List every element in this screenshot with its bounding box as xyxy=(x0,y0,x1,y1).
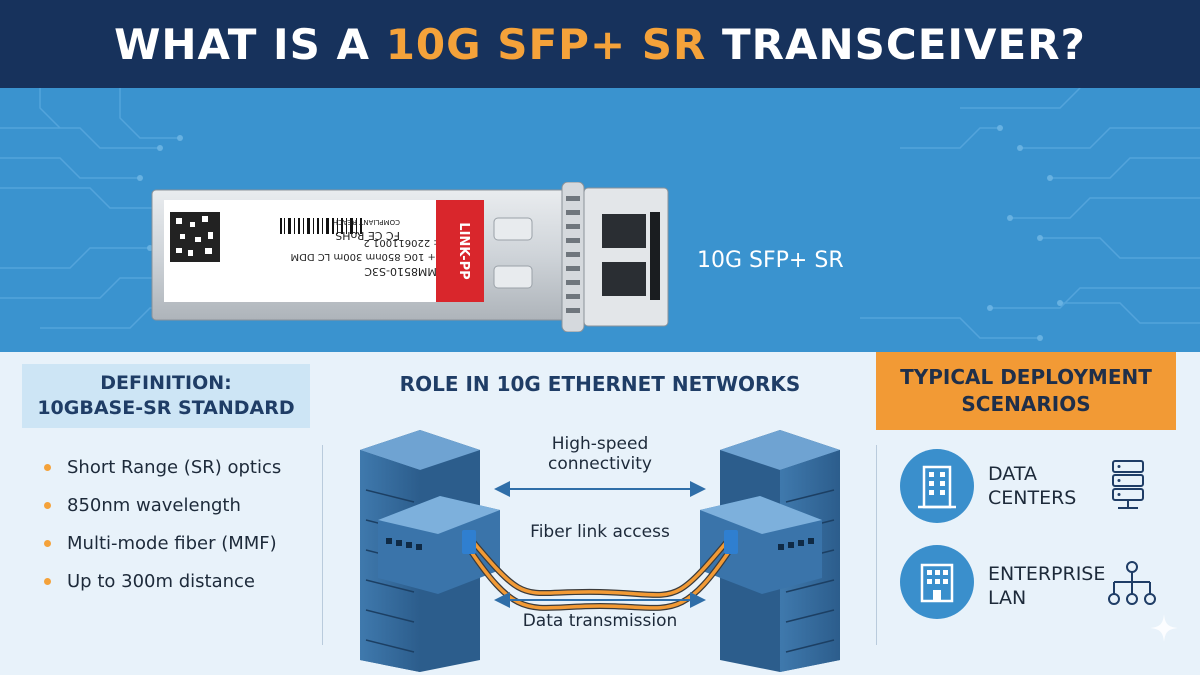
scenario-label-data-centers: DATA CENTERS xyxy=(988,462,1076,510)
column-divider-right xyxy=(876,445,877,645)
list-item: 850nm wavelength xyxy=(44,486,281,524)
title-highlight: 10G SFP+ SR xyxy=(385,19,707,69)
list-item: Up to 300m distance xyxy=(44,562,281,600)
list-item: Short Range (SR) optics xyxy=(44,448,281,486)
scenario-1-line1: DATA xyxy=(988,463,1037,485)
left-server-rack-icon xyxy=(360,430,500,672)
bullet-text: Multi-mode fiber (MMF) xyxy=(67,532,277,554)
network-diagram xyxy=(360,430,840,672)
server-stack-icon xyxy=(1112,460,1144,509)
building-icon xyxy=(900,449,974,523)
sfp-transceiver-image: FC CE RoHS COMPLIANT REACH LS-MM8510-S3C… xyxy=(151,182,669,332)
lc-connector-right-icon xyxy=(724,530,738,554)
bullet-dot-icon xyxy=(44,463,51,471)
column-divider-left xyxy=(322,445,323,645)
scenario-1-line2: CENTERS xyxy=(988,487,1077,509)
scenario-label-enterprise-lan: ENTERPRISE LAN xyxy=(988,562,1105,610)
hero-product-label: 10G SFP+ SR xyxy=(697,248,844,273)
role-label-top-line1: High-speed xyxy=(551,434,649,454)
scenario-2-line2: LAN xyxy=(988,587,1027,609)
module-line2: SFP+ 10G 850nm 300m LC DDM xyxy=(291,251,454,262)
bullet-text: 850nm wavelength xyxy=(67,494,241,516)
bullet-text: Short Range (SR) optics xyxy=(67,456,282,478)
definition-bullet-list: Short Range (SR) optics 850nm wavelength… xyxy=(44,448,281,600)
brand-logo: LINK-PP xyxy=(456,222,471,279)
bullet-dot-icon xyxy=(44,501,51,509)
list-item: Multi-mode fiber (MMF) xyxy=(44,524,281,562)
title-bar: WHAT IS A 10G SFP+ SR TRANSCEIVER? xyxy=(0,0,1200,88)
brand-logo-block xyxy=(436,200,484,302)
module-line1: LS-MM8510-S3C xyxy=(364,265,454,278)
module-marks: FC CE RoHS xyxy=(335,229,400,242)
office-building-icon xyxy=(900,545,974,619)
role-label-mid: Fiber link access xyxy=(530,522,670,542)
scenarios-heading-line1: TYPICAL DEPLOYMENT xyxy=(900,365,1152,389)
definition-heading-line2: 10GBASE-SR STANDARD xyxy=(37,397,295,419)
network-tree-icon xyxy=(1108,561,1156,605)
role-label-bottom: Data transmission xyxy=(522,611,678,631)
role-label-top: High-speed connectivity xyxy=(520,434,680,474)
scenario-2-line1: ENTERPRISE xyxy=(988,563,1106,585)
title-prefix: WHAT IS A xyxy=(114,19,386,69)
bullet-dot-icon xyxy=(44,577,51,585)
module-line3: S/N: 220611001 2 xyxy=(363,237,454,248)
module-marks-2: COMPLIANT REACH xyxy=(333,218,400,226)
definition-heading-box: DEFINITION: 10GBASE-SR STANDARD xyxy=(22,364,310,428)
page-title: WHAT IS A 10G SFP+ SR TRANSCEIVER? xyxy=(114,20,1086,69)
role-label-top-line2: connectivity xyxy=(547,454,652,474)
right-server-rack-icon xyxy=(700,430,840,672)
bullet-text: Up to 300m distance xyxy=(67,570,255,592)
scenarios-heading-line2: SCENARIOS xyxy=(961,392,1091,416)
bullet-dot-icon xyxy=(44,539,51,547)
definition-heading-line1: DEFINITION: xyxy=(100,372,232,394)
sparkle-icon xyxy=(1150,614,1178,642)
scenarios-heading-box: TYPICAL DEPLOYMENT SCENARIOS xyxy=(876,352,1176,430)
role-heading: ROLE IN 10G ETHERNET NETWORKS xyxy=(399,372,801,396)
lc-connector-left-icon xyxy=(462,530,476,554)
hero-banner: FC CE RoHS COMPLIANT REACH LS-MM8510-S3C… xyxy=(0,88,1200,352)
title-suffix: TRANSCEIVER? xyxy=(706,19,1086,69)
